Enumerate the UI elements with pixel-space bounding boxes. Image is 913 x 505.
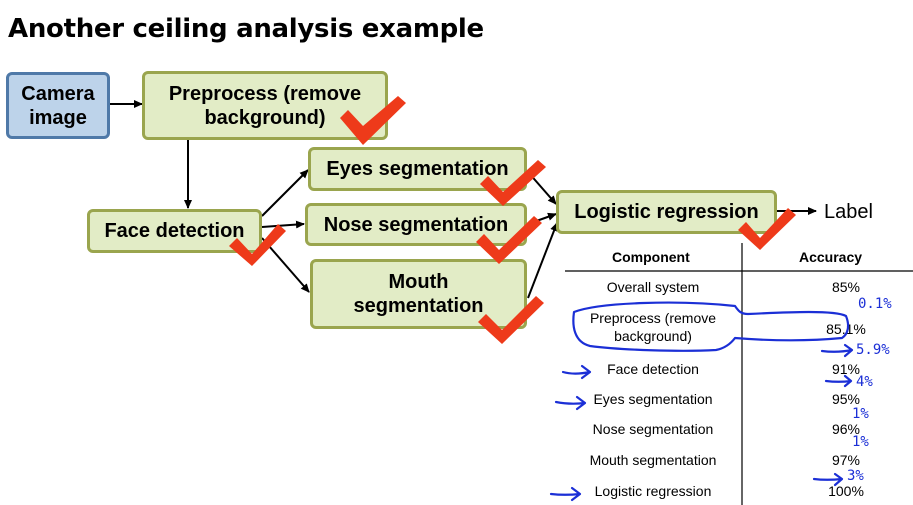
- mouth-segmentation-box: Mouth segmentation: [310, 259, 527, 329]
- row-accuracy-nose: 96%: [831, 421, 861, 437]
- check-icon-face-detection: [229, 224, 286, 266]
- note-face-gain: 5.9%: [856, 342, 890, 358]
- arrow-mouth-to-logistic: [527, 222, 558, 299]
- arrow-face-to-nose: [261, 220, 305, 229]
- logistic-regression-box: Logistic regression: [556, 190, 777, 234]
- mouth-segmentation-label: Mouth segmentation: [353, 271, 484, 317]
- header-component: Component: [612, 249, 690, 265]
- arrow-icon-face: [561, 364, 592, 380]
- note-eyes-gain: 4%: [856, 374, 873, 390]
- face-detection-label: Face detection: [104, 220, 245, 242]
- logistic-regression-label: Logistic regression: [574, 201, 759, 223]
- ceiling-analysis-table: Component Accuracy Overall system 85% Pr…: [565, 243, 913, 505]
- row-component-logistic: Logistic regression: [594, 483, 712, 499]
- row-component-preprocess: Preprocess (remove background): [589, 310, 717, 344]
- ink-circle-preprocess: [572, 301, 850, 352]
- row-component-eyes: Eyes segmentation: [593, 391, 713, 407]
- arrow-icon-eyes-gain: [824, 374, 853, 388]
- row-component-mouth: Mouth segmentation: [589, 452, 717, 468]
- arrow-icon-logistic-gain: [812, 472, 844, 487]
- preprocess-box: Preprocess (remove background): [142, 71, 388, 140]
- label-output: Label: [824, 201, 873, 223]
- table-lines: [565, 243, 913, 505]
- row-accuracy-overall: 85%: [831, 279, 861, 295]
- row-component-nose: Nose segmentation: [592, 421, 714, 437]
- eyes-segmentation-box: Eyes segmentation: [308, 147, 527, 191]
- camera-image-box: Camera image: [6, 72, 110, 139]
- note-preprocess-gain: 0.1%: [858, 296, 892, 312]
- arrow-icon-logistic: [549, 486, 582, 502]
- row-accuracy-preprocess: 85.1%: [826, 321, 866, 337]
- row-accuracy-eyes: 95%: [831, 391, 861, 407]
- arrow-icon-eyes: [554, 395, 587, 411]
- check-icon-mouth: [478, 296, 544, 344]
- preprocess-label: Preprocess (remove background): [168, 82, 362, 129]
- note-mouth-gain: 1%: [852, 434, 869, 450]
- camera-image-label: Camera image: [21, 82, 95, 129]
- row-component-overall: Overall system: [606, 279, 700, 295]
- row-component-face: Face detection: [607, 361, 699, 377]
- row-accuracy-logistic: 100%: [828, 483, 864, 499]
- row-accuracy-face: 91%: [831, 361, 861, 377]
- nose-segmentation-label: Nose segmentation: [323, 213, 509, 236]
- slide-title: Another ceiling analysis example: [8, 14, 484, 44]
- row-accuracy-mouth: 97%: [831, 452, 861, 468]
- nose-segmentation-box: Nose segmentation: [305, 203, 527, 246]
- note-logistic-gain: 3%: [847, 468, 864, 484]
- arrow-face-to-eyes: [261, 169, 309, 217]
- header-accuracy: Accuracy: [799, 249, 863, 265]
- check-icon-preprocess: [340, 96, 406, 145]
- arrow-icon-face-gain: [820, 343, 854, 358]
- eyes-segmentation-label: Eyes segmentation: [326, 158, 509, 180]
- check-icon-logistic: [738, 208, 796, 250]
- check-icon-eyes: [480, 160, 546, 206]
- note-nose-gain: 1%: [852, 406, 869, 422]
- check-icon-nose: [476, 216, 542, 264]
